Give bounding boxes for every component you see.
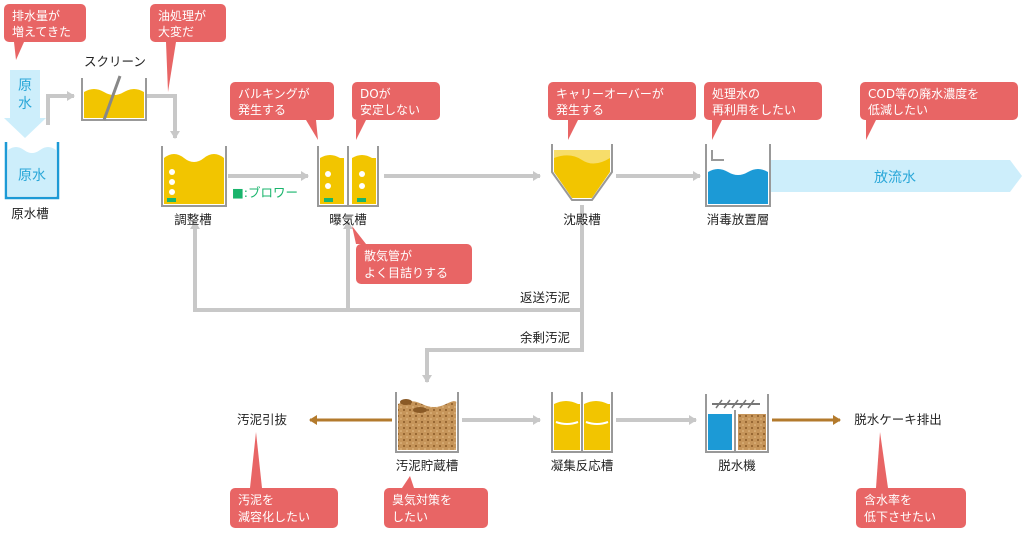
callout-sludge-reduce: 汚泥を 減容化したい: [230, 432, 338, 528]
sludge-removal-label: 汚泥引抜: [237, 412, 288, 427]
callout-reuse: 処理水の 再利用をしたい: [704, 82, 822, 140]
excess-sludge-label: 余剰汚泥: [520, 330, 570, 345]
discharge-arrow: [770, 160, 1022, 192]
svg-text:発生する: 発生する: [238, 103, 286, 117]
svg-text:減容化したい: 減容化したい: [238, 509, 310, 524]
svg-text:キャリーオーバーが: キャリーオーバーが: [556, 86, 664, 101]
raw-water-arrow: [4, 70, 46, 138]
svg-text:低下させたい: 低下させたい: [864, 510, 936, 524]
disinfection-tank: [705, 144, 771, 207]
flow-excess-sludge: [422, 310, 584, 383]
svg-text:臭気対策を: 臭気対策を: [392, 492, 452, 507]
raw-water-tank-inner-label: 原水: [18, 168, 46, 184]
raw-water-top-char1: 原: [18, 78, 32, 94]
callout-cod: COD等の廃水濃度を 低減したい: [860, 82, 1018, 140]
screen-tank: [81, 75, 147, 121]
return-sludge-label: 返送汚泥: [520, 290, 570, 305]
callout-do: DOが 安定しない: [352, 82, 440, 140]
svg-text:大変だ: 大変だ: [158, 24, 194, 39]
svg-text:排水量が: 排水量が: [12, 8, 60, 23]
coagulation-tank-label: 凝集反応槽: [551, 458, 614, 473]
svg-text:含水率を: 含水率を: [864, 492, 912, 507]
svg-text:発生する: 発生する: [556, 103, 604, 117]
callout-carryover: キャリーオーバーが 発生する: [548, 82, 696, 140]
sedimentation-tank: [551, 144, 613, 201]
svg-text:COD等の廃水濃度を: COD等の廃水濃度を: [868, 86, 979, 101]
raw-water-top-char2: 水: [18, 96, 32, 112]
flow-screen-to-adjustment: [145, 94, 180, 139]
adjustment-tank: [161, 146, 227, 207]
screen-label: スクリーン: [84, 54, 146, 69]
svg-text:DOが: DOが: [360, 86, 391, 101]
svg-text:再利用をしたい: 再利用をしたい: [712, 103, 796, 117]
dehydrator: [705, 394, 769, 453]
svg-text:油処理が: 油処理が: [158, 8, 206, 23]
sedimentation-tank-label: 沈殿槽: [563, 212, 601, 227]
callout-odor: 臭気対策を したい: [384, 476, 488, 528]
cake-discharge-label: 脱水ケーキ排出: [854, 412, 942, 427]
raw-water-tank: 原水: [4, 142, 60, 200]
blower-legend: ■:ブロワー: [232, 185, 298, 200]
callout-bulking: バルキングが 発生する: [230, 82, 334, 140]
sludge-storage-tank: [395, 392, 459, 453]
svg-text:低減したい: 低減したい: [868, 102, 928, 117]
aeration-tank: [317, 146, 379, 207]
coagulation-tank: [551, 392, 613, 453]
discharge-label: 放流水: [874, 170, 916, 186]
svg-text:処理水の: 処理水の: [712, 87, 760, 101]
svg-text:バルキングが: バルキングが: [238, 86, 310, 101]
dehydrator-label: 脱水機: [718, 458, 756, 473]
flow-return-sludge: [190, 205, 584, 312]
svg-text:汚泥を: 汚泥を: [238, 493, 274, 507]
callout-yushori: 油処理が 大変だ: [150, 4, 226, 92]
disinfection-tank-label: 消毒放置層: [707, 212, 770, 227]
flow-lines: [46, 91, 701, 425]
raw-water-tank-label: 原水槽: [11, 206, 49, 221]
sludge-storage-tank-label: 汚泥貯蔵槽: [396, 458, 459, 473]
callout-haisui: 排水量が 増えてきた: [4, 4, 86, 60]
svg-text:したい: したい: [392, 510, 428, 524]
callout-sankikan: 散気管が よく目詰りする: [352, 226, 472, 284]
flow-raw-to-screen: [46, 91, 75, 125]
aeration-tank-label: 曝気槽: [329, 212, 367, 227]
svg-text:安定しない: 安定しない: [360, 102, 420, 117]
svg-text:よく目詰りする: よく目詰りする: [364, 265, 448, 280]
svg-text:散気管が: 散気管が: [364, 248, 412, 263]
svg-text:増えてきた: 増えてきた: [12, 25, 71, 39]
adjustment-tank-label: 調整槽: [174, 212, 212, 227]
callout-water-content: 含水率を 低下させたい: [856, 432, 966, 528]
